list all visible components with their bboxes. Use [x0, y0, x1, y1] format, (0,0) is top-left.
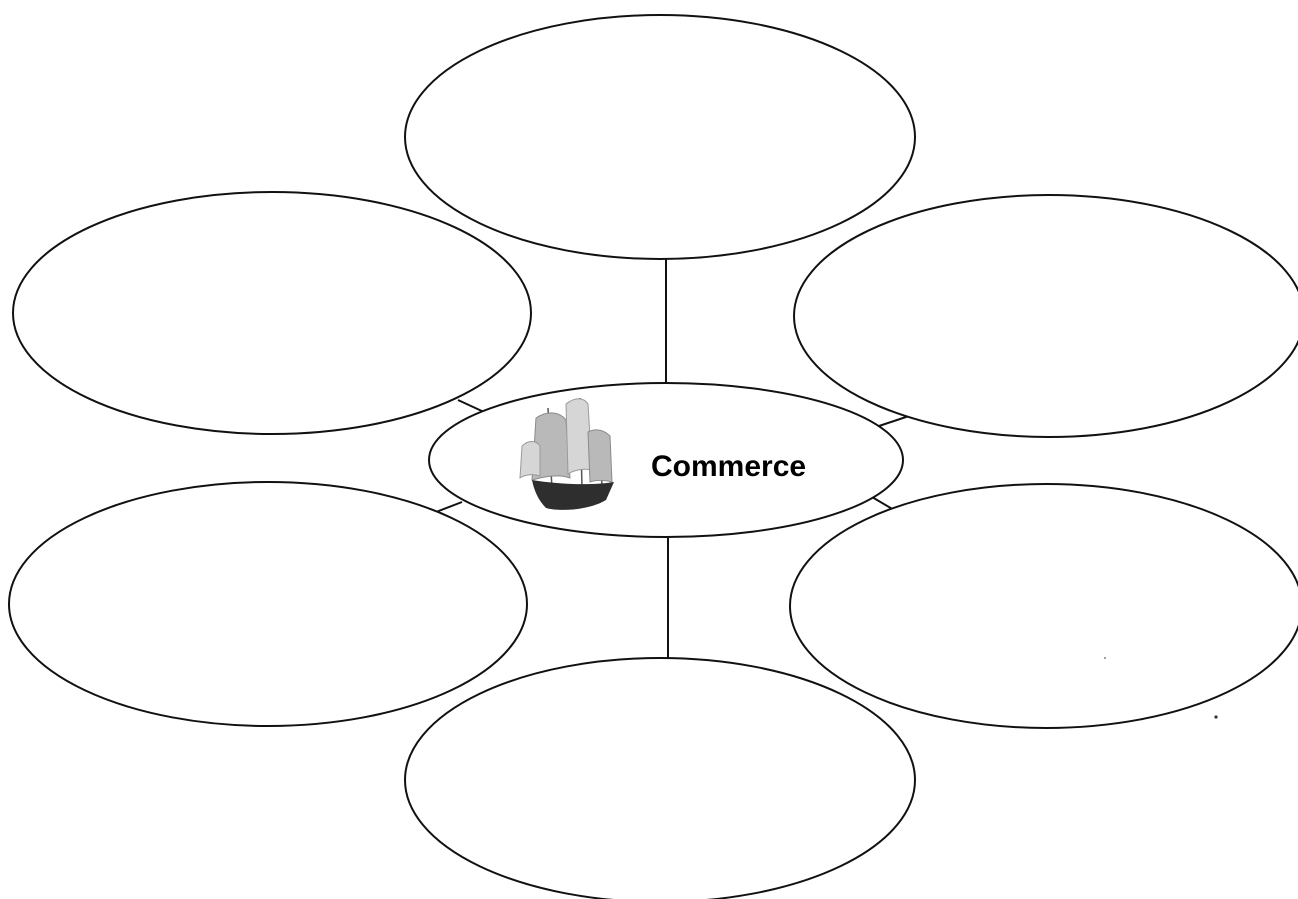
- sailing-ship-icon: [519, 397, 614, 510]
- satellite-oval-top[interactable]: [404, 14, 916, 260]
- center-label: Commerce: [651, 450, 806, 483]
- connector-upper-left: [457, 399, 485, 413]
- center-node[interactable]: Commerce: [428, 382, 904, 538]
- connector-lower-right: [871, 496, 895, 511]
- satellite-oval-lower-right[interactable]: [789, 483, 1298, 729]
- connectors: [435, 259, 913, 661]
- satellite-oval-upper-right[interactable]: [793, 194, 1298, 438]
- scan-specks: [1104, 657, 1218, 719]
- connector-lower-left: [435, 501, 463, 513]
- satellite-oval-upper-left[interactable]: [12, 191, 532, 435]
- satellite-oval-bottom[interactable]: [404, 657, 916, 899]
- satellite-oval-lower-left[interactable]: [8, 481, 528, 727]
